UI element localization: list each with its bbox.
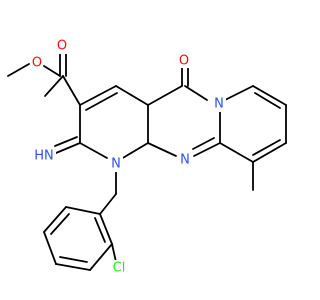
bond <box>99 213 113 245</box>
atom-label: N <box>214 97 224 112</box>
bond <box>50 213 70 235</box>
bond <box>79 85 117 106</box>
bond <box>94 217 106 243</box>
bond <box>192 137 215 150</box>
atom-label: O <box>57 39 67 54</box>
bond <box>79 142 108 159</box>
bond <box>111 243 117 263</box>
bond <box>62 75 81 106</box>
bond <box>55 263 91 271</box>
bond <box>252 85 287 106</box>
bond <box>85 92 118 111</box>
bond <box>44 75 64 97</box>
atom-o-ester: O <box>31 56 43 72</box>
bond <box>252 139 281 156</box>
atom-o-carbonyl-ester: O <box>56 38 68 54</box>
bond <box>54 136 78 147</box>
atom-n-benzyl: N <box>109 156 123 172</box>
atom-label: HN <box>34 149 54 164</box>
bond <box>115 85 149 106</box>
bond <box>224 85 254 101</box>
bond <box>219 142 254 163</box>
atom-label: O <box>32 56 42 71</box>
bond <box>193 142 221 157</box>
atom-label: N <box>111 157 121 172</box>
atom-cl: Cl <box>110 260 128 276</box>
bond <box>55 142 81 154</box>
bond <box>254 92 281 109</box>
atom-n-pyrimidine: N <box>178 152 192 168</box>
bond <box>252 142 287 163</box>
atom-o-ketone: O <box>178 52 190 69</box>
bond <box>43 206 67 233</box>
bond <box>43 231 57 265</box>
bond <box>43 65 61 77</box>
atom-label: Cl <box>113 261 126 276</box>
bond <box>147 142 177 157</box>
bond <box>7 63 30 77</box>
bond <box>59 256 88 263</box>
bonds <box>7 53 287 271</box>
bond <box>147 85 183 106</box>
chemical-structure: O O O N HN N N Cl <box>7 38 287 276</box>
bond <box>184 85 208 101</box>
atom-label: O <box>179 54 189 69</box>
bond <box>89 243 113 271</box>
atom-labels: O O O N HN N N Cl <box>31 38 226 276</box>
atom-n-ring-fused: N <box>212 96 226 112</box>
bond <box>65 206 101 215</box>
atom-label: N <box>180 153 190 168</box>
bond <box>99 193 117 215</box>
atom-n-imine: HN <box>32 148 56 164</box>
